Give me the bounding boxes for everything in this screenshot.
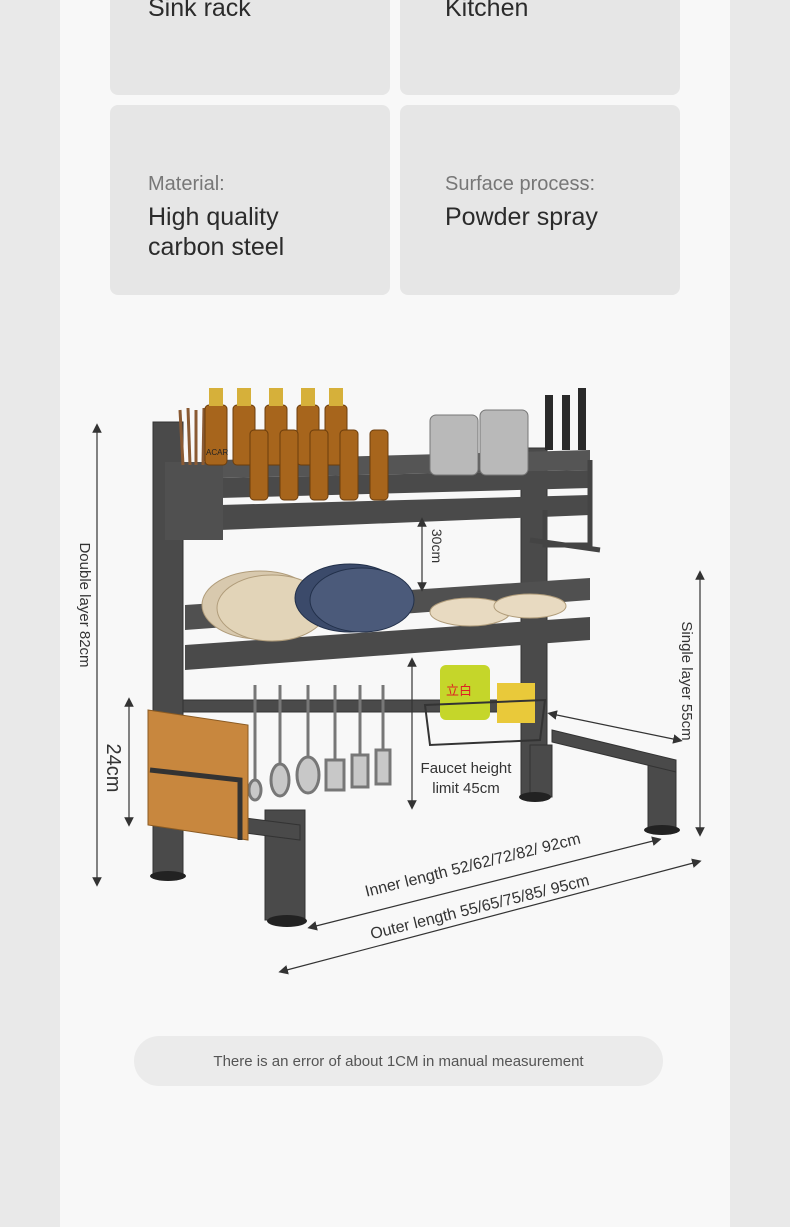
double-layer-label: Double layer 82cm bbox=[76, 542, 93, 667]
chopstick-holder bbox=[165, 462, 223, 540]
spec-card-material: Material: High quality carbon steel bbox=[110, 105, 390, 295]
measurement-note: There is an error of about 1CM in manual… bbox=[134, 1036, 663, 1086]
spec-card-scene: Kitchen bbox=[400, 0, 680, 95]
side-hooks bbox=[529, 460, 601, 553]
bottle-caps bbox=[209, 388, 343, 406]
hook-height-label: 24cm bbox=[102, 744, 124, 793]
spec-value: Sink rack bbox=[148, 0, 251, 22]
utensils bbox=[247, 685, 392, 802]
detergent-label: 立白 bbox=[446, 683, 472, 698]
spec-value-line: Powder spray bbox=[445, 203, 598, 231]
spec-card-surface: Surface process: Powder spray bbox=[400, 105, 680, 295]
bottle-label: ACAR bbox=[206, 448, 228, 457]
knives bbox=[545, 388, 586, 450]
chopsticks bbox=[178, 407, 213, 466]
spec-label: Surface process: bbox=[445, 173, 596, 195]
bowls bbox=[429, 593, 567, 627]
spec-card-type: Sink rack bbox=[110, 0, 390, 95]
oil-bottles bbox=[204, 404, 389, 501]
shelf-gap-label: 30cm bbox=[429, 529, 445, 563]
spec-label: Material: bbox=[148, 173, 225, 195]
spec-value: Kitchen bbox=[445, 0, 529, 22]
plates bbox=[201, 563, 415, 642]
faucet-limit-line1: Faucet height bbox=[421, 760, 513, 777]
faucet-limit-line2: limit 45cm bbox=[432, 780, 500, 797]
spec-value-line: High quality bbox=[148, 203, 279, 231]
dimension-lines bbox=[92, 423, 705, 975]
kettles bbox=[429, 409, 529, 476]
sponge-basket bbox=[423, 665, 547, 747]
board-holder bbox=[149, 767, 243, 840]
spec-value-line: carbon steel bbox=[148, 233, 285, 261]
single-layer-label: Single layer 55cm bbox=[678, 621, 695, 740]
